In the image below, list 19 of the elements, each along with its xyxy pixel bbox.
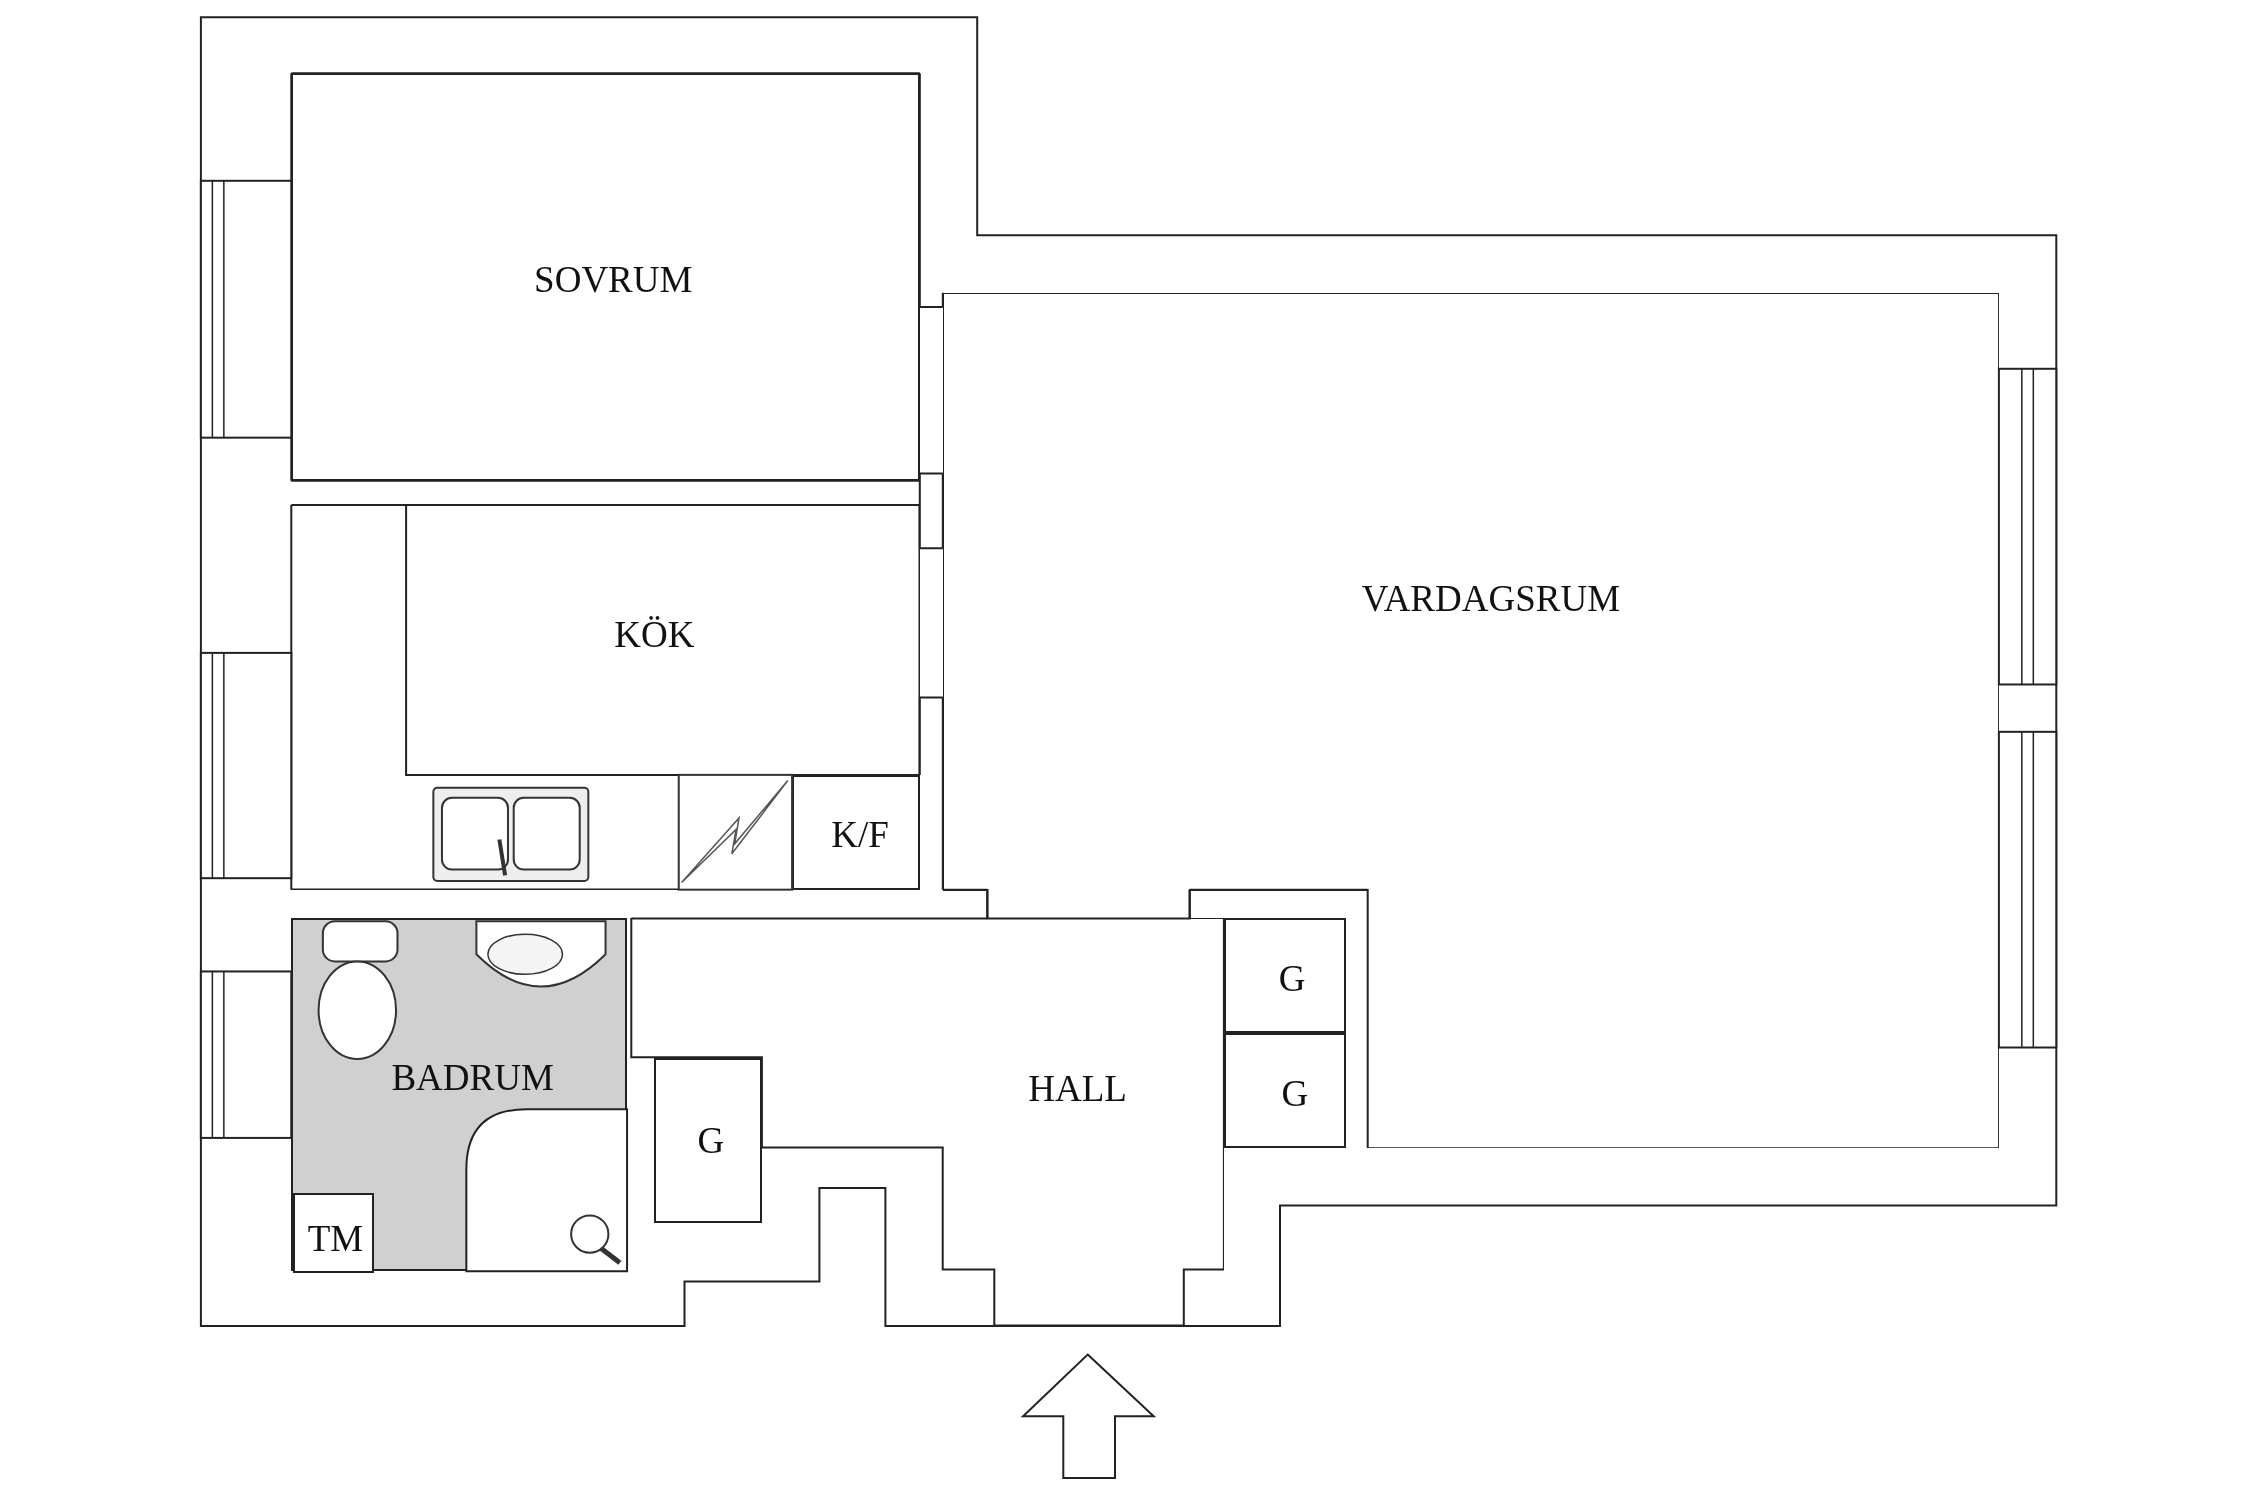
closet [654, 1057, 762, 1223]
room-label: VARDAGSRUM [1361, 579, 1621, 617]
room-label: KÖK [614, 615, 695, 653]
closet [1224, 918, 1346, 1034]
room-label: K/F [831, 815, 889, 853]
room [291, 73, 920, 481]
room-label: HALL [1028, 1069, 1127, 1107]
closet [1224, 1033, 1346, 1148]
room [291, 505, 920, 890]
room-label: SOVRUM [534, 260, 693, 298]
room-label: G [1278, 959, 1306, 997]
room-label: BADRUM [391, 1058, 554, 1096]
cabinet [293, 1193, 374, 1274]
room [942, 292, 1999, 1148]
room-label: G [1281, 1074, 1309, 1112]
cabinet [792, 774, 920, 890]
room-label: TM [307, 1219, 364, 1257]
room [627, 918, 1224, 1326]
room-label: G [697, 1121, 725, 1159]
